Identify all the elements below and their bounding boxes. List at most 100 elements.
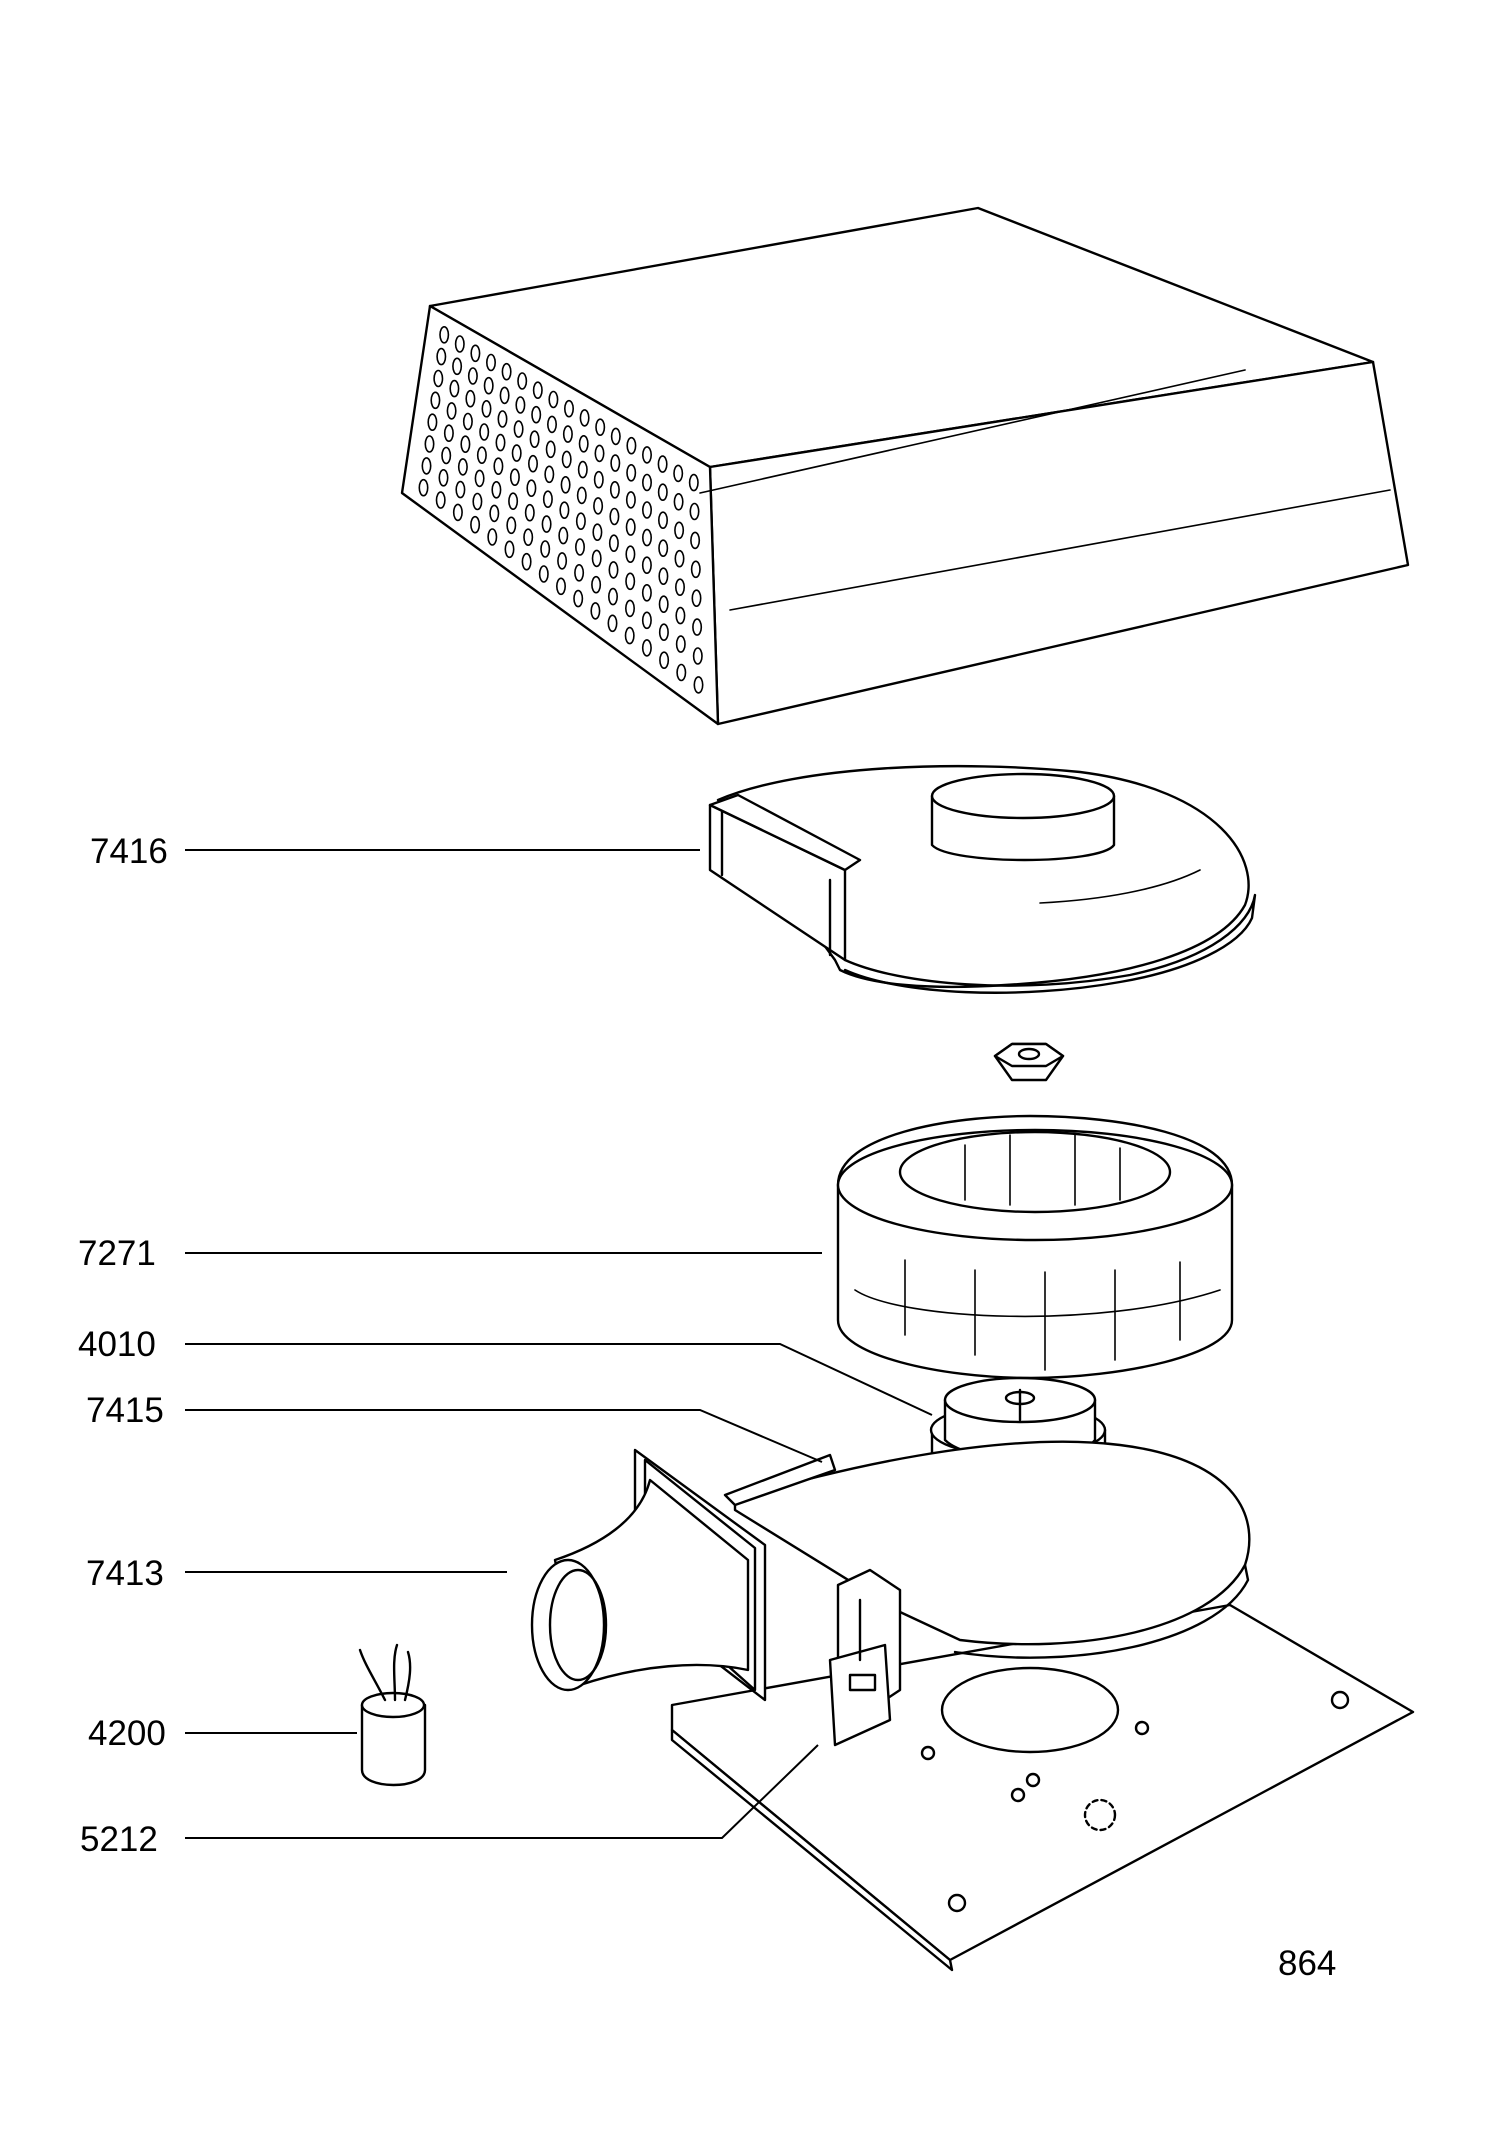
vent-hole <box>593 470 604 489</box>
vent-hole <box>576 486 587 505</box>
vent-hole <box>590 602 601 620</box>
vent-hole <box>657 455 668 473</box>
label-7413: 7413 <box>86 1554 164 1593</box>
vent-hole <box>688 473 699 492</box>
vent-hole <box>657 511 668 530</box>
vent-hole <box>578 434 589 453</box>
vent-hole <box>673 492 684 511</box>
vent-hole <box>446 402 457 420</box>
vent-hole <box>692 618 703 636</box>
vent-hole <box>609 507 620 526</box>
vent-hole <box>430 391 441 410</box>
vent-hole <box>544 465 555 484</box>
vent-hole <box>513 420 524 438</box>
vent-hole <box>470 515 481 534</box>
vent-hole <box>545 440 556 459</box>
label-7415: 7415 <box>86 1391 164 1430</box>
vent-hole <box>483 376 494 395</box>
vent-hole <box>462 412 473 431</box>
vent-hole <box>474 469 485 488</box>
vent-hole <box>555 577 566 596</box>
part-labels: 7416 7271 4010 7415 7413 4200 5212 864 <box>78 832 1336 1983</box>
vent-hole <box>673 464 684 483</box>
vent-hole <box>641 446 652 464</box>
outlet-duct <box>530 1448 767 1702</box>
vent-hole <box>641 611 652 630</box>
vent-hole <box>509 468 520 487</box>
vent-hole <box>524 503 535 522</box>
vent-hole <box>527 454 538 473</box>
vent-hole <box>595 418 606 437</box>
leader-7415 <box>185 1409 823 1463</box>
vent-hole <box>557 552 568 570</box>
vent-hole <box>441 446 452 465</box>
vent-hole <box>532 381 543 400</box>
vent-hole <box>526 479 537 498</box>
vent-hole <box>641 501 652 519</box>
vent-hole <box>574 538 585 556</box>
vent-holes <box>418 325 704 694</box>
vent-hole <box>449 379 460 398</box>
vent-hole <box>675 606 686 625</box>
vent-hole <box>690 560 701 579</box>
vent-hole <box>541 515 552 533</box>
vent-hole <box>476 446 487 465</box>
vent-hole <box>641 473 652 492</box>
vent-hole <box>465 389 476 408</box>
vent-hole <box>497 410 508 428</box>
vent-hole <box>455 480 466 499</box>
vent-hole <box>691 589 702 608</box>
vent-hole <box>689 502 700 521</box>
vent-hole <box>504 540 515 559</box>
vent-hole <box>472 492 483 511</box>
vent-hole <box>674 549 685 568</box>
vent-hole <box>443 424 454 443</box>
vent-hole <box>608 534 619 553</box>
vent-hole <box>641 583 652 602</box>
vent-hole <box>538 565 549 583</box>
vent-hole <box>511 444 522 462</box>
blower-housing-lower <box>723 1440 1251 1659</box>
leader-5212 <box>185 1744 819 1839</box>
vent-hole <box>523 528 534 547</box>
vent-hole <box>517 372 528 390</box>
vent-hole <box>499 386 510 405</box>
vent-hole <box>491 480 502 499</box>
vent-hole <box>470 344 481 363</box>
vent-hole <box>610 454 621 472</box>
vent-hole <box>495 433 506 452</box>
vent-hole <box>501 362 512 381</box>
vent-hole <box>573 589 584 608</box>
vent-hole <box>433 369 444 388</box>
vent-hole <box>452 357 463 376</box>
vent-hole <box>457 458 468 476</box>
vent-hole <box>531 405 542 424</box>
vent-hole <box>575 512 586 531</box>
vent-hole <box>467 367 478 385</box>
vent-hole <box>625 545 636 564</box>
vent-hole <box>558 526 569 545</box>
vent-hole <box>641 639 652 657</box>
label-7271: 7271 <box>78 1234 156 1273</box>
vent-hole <box>515 396 526 414</box>
impeller <box>836 1114 1234 1380</box>
vent-hole <box>479 423 490 441</box>
leader-lines <box>185 849 933 1839</box>
vent-hole <box>658 595 669 614</box>
vent-hole <box>693 676 704 694</box>
vent-hole <box>626 463 637 482</box>
vent-hole <box>454 335 465 353</box>
vent-hole <box>591 575 602 594</box>
vent-hole <box>624 599 635 618</box>
vent-hole <box>563 399 574 418</box>
vent-hole <box>548 390 559 409</box>
vent-hole <box>452 503 463 522</box>
vent-hole <box>592 523 603 542</box>
vent-hole <box>676 663 687 682</box>
vent-hole <box>658 539 669 558</box>
vent-hole <box>529 430 540 449</box>
vent-hole <box>641 556 652 575</box>
vent-hole <box>658 567 669 586</box>
vent-hole <box>485 353 496 372</box>
vent-hole <box>439 325 450 344</box>
